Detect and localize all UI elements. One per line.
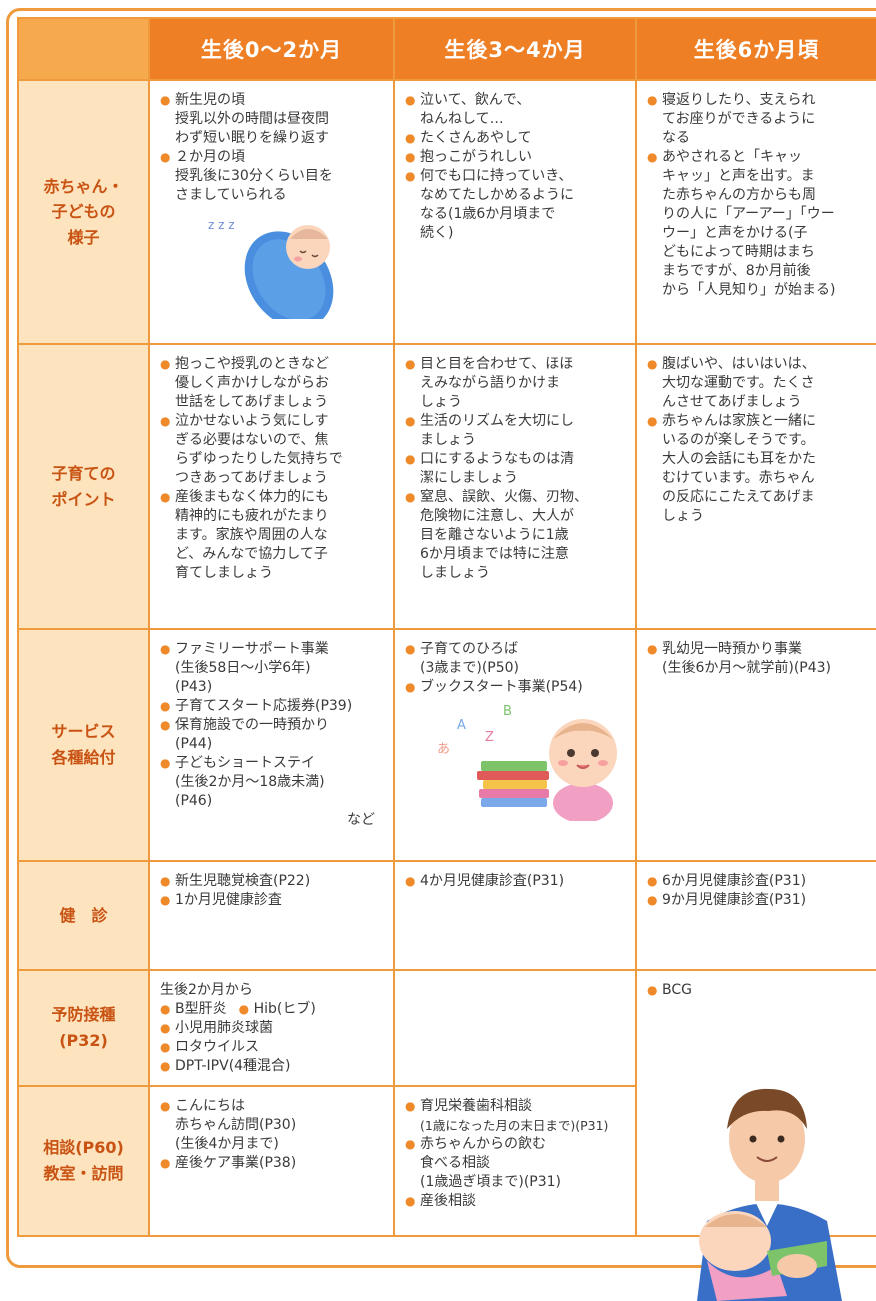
list-item: BCG xyxy=(647,981,870,1000)
table-cell: 育児栄養歯科相談 (1歳になった月の末日まで)(P31) 赤ちゃんからの飲む 食べる… xyxy=(393,1085,637,1237)
table-cell: 乳幼児一時預かり事業 (生後6か月〜就学前)(P43) xyxy=(635,628,876,862)
list-item: あやされると「キャッ キャッ」と声を出す。ま た赤ちゃんの方からも周 りの人に「… xyxy=(647,148,870,300)
list-item: ２か月の頃 授乳後に30分くらい目を さましていられる xyxy=(160,148,387,205)
list-item: 子育てのひろば (3歳まで)(P50) xyxy=(405,640,629,678)
list-item: (1歳になった月の末日まで)(P31) xyxy=(420,1118,609,1133)
corner-cell xyxy=(17,17,150,81)
list-item: 子育てスタート応援券(P39) xyxy=(160,697,387,716)
list-item: 新生児の頃 授乳以外の時間は昼夜問 わず短い眠りを繰り返す xyxy=(160,91,387,148)
row-header-childcare-points: 子育ての ポイント xyxy=(17,343,150,630)
list-item: 目と目を合わせて、ほほ えみながら語りかけま しょう xyxy=(405,355,629,412)
list-item: 寝返りしたり、支えられ てお座りができるように なる xyxy=(647,91,870,148)
list-item: 泣かせないよう気にしす ぎる必要はないので、焦 らずゆったりした気持ちで つきあ… xyxy=(160,412,387,488)
table-cell: 4か月児健康診査(P31) xyxy=(393,860,637,971)
header-row: 生後0〜2か月 生後3〜4か月 生後6か月頃 xyxy=(17,17,876,81)
list-item: 赤ちゃんからの飲む 食べる相談 (1歳過ぎ頃まで)(P31) xyxy=(405,1135,629,1192)
table-cell: ファミリーサポート事業 (生後58日〜小学6年) (P43)子育てスタート応援券… xyxy=(148,628,395,862)
table-cell: 新生児聴覚検査(P22)1か月児健康診査 xyxy=(148,860,395,971)
table-cell: 6か月児健康診査(P31)9か月児健康診査(P31) xyxy=(635,860,876,971)
table-row: 健 診 新生児聴覚検査(P22)1か月児健康診査 4か月児健康診査(P31) 6… xyxy=(17,860,876,971)
column-header-0-2-months: 生後0〜2か月 xyxy=(148,17,395,81)
list-item: B型肝炎 xyxy=(160,1000,227,1019)
column-header-3-4-months: 生後3〜4か月 xyxy=(393,17,637,81)
list-item: 抱っこや授乳のときなど 優しく声かけしながらお 世話をしてあげましょう xyxy=(160,355,387,412)
list-item: たくさんあやして xyxy=(405,129,629,148)
list-item: 生後2か月から xyxy=(160,982,253,998)
table-cell: 新生児の頃 授乳以外の時間は昼夜問 わず短い眠りを繰り返す２か月の頃 授乳後に3… xyxy=(148,79,395,345)
floating-letter-a: A xyxy=(457,718,466,733)
list-item: 窒息、誤飲、火傷、刃物、 危険物に注意し、大人が 目を離さないように1歳 6か月… xyxy=(405,488,629,583)
list-item: 子どもショートステイ (生後2か月〜18歳未満) (P46) xyxy=(160,754,387,811)
floating-letter-hiragana: あ xyxy=(437,742,450,757)
list-item: DPT-IPV(4種混合) xyxy=(160,1057,387,1076)
row-header-checkups: 健 診 xyxy=(17,860,150,971)
list-item: 6か月児健康診査(P31) xyxy=(647,872,870,891)
list-item: ファミリーサポート事業 (生後58日〜小学6年) (P43) xyxy=(160,640,387,697)
table-cell xyxy=(393,969,637,1087)
table-row: 赤ちゃん・ 子どもの 様子 新生児の頃 授乳以外の時間は昼夜問 わず短い眠りを繰… xyxy=(17,79,876,345)
floating-letter-z: Z xyxy=(485,730,494,745)
table-cell: 目と目を合わせて、ほほ えみながら語りかけま しょう生活のリズムを大切にし まし… xyxy=(393,343,637,630)
childcare-table: 生後0〜2か月 生後3〜4か月 生後6か月頃 赤ちゃん・ 子どもの 様子 新生児… xyxy=(17,17,876,1301)
row-header-services: サービス 各種給付 xyxy=(17,628,150,862)
list-item: 生活のリズムを大切にし ましょう xyxy=(405,412,629,450)
floating-letter-b: B xyxy=(503,704,512,719)
row-header-vaccinations: 予防接種 (P32) xyxy=(17,969,150,1087)
table-cell: 抱っこや授乳のときなど 優しく声かけしながらお 世話をしてあげましょう泣かせない… xyxy=(148,343,395,630)
list-item: 何でも口に持っていき、 なめてたしかめるように なる(1歳6か月頃まで 続く) xyxy=(405,167,629,243)
table-cell: こんにちは 赤ちゃん訪問(P30) (生後4か月まで)産後ケア事業(P38) xyxy=(148,1085,395,1237)
list-item: 産後ケア事業(P38) xyxy=(160,1154,387,1173)
table-row: 予防接種 (P32) 生後2か月から B型肝炎 Hib(ヒブ)小児用肺炎球菌ロタウイ… xyxy=(17,969,876,1301)
list-item: 抱っこがうれしい xyxy=(405,148,629,167)
table-cell: 泣いて、飲んで、 ねんねして…たくさんあやして抱っこがうれしい何でも口に持ってい… xyxy=(393,79,637,345)
list-item: 腹ばいや、はいはいは、 大切な運動です。たくさ んさせてあげましょう xyxy=(647,355,870,412)
list-item: ブックスタート事業(P54) xyxy=(405,678,629,697)
list-item: 産後まもなく体力的にも 精神的にも疲れがたまり ます。家族や周囲の人な ど、みん… xyxy=(160,488,387,583)
sleeping-baby-illustration: z z z xyxy=(208,218,334,319)
table-row: 相談(P60) 教室・訪問 こんにちは 赤ちゃん訪問(P30) (生後4か月まで… xyxy=(17,1085,876,1237)
list-item: こんにちは 赤ちゃん訪問(P30) (生後4か月まで) xyxy=(160,1097,387,1154)
list-item: Hib(ヒブ) xyxy=(239,1000,316,1019)
list-item: 育児栄養歯科相談 xyxy=(405,1097,629,1116)
table-cell: BCG xyxy=(635,969,876,1301)
list-item: など xyxy=(347,812,375,828)
list-item: 乳幼児一時預かり事業 (生後6か月〜就学前)(P43) xyxy=(647,640,870,678)
list-item: 9か月児健康診査(P31) xyxy=(647,891,870,910)
list-item: 泣いて、飲んで、 ねんねして… xyxy=(405,91,629,129)
inline-bullet-group: B型肝炎 Hib(ヒブ) xyxy=(160,1000,387,1019)
table-cell: 寝返りしたり、支えられ てお座りができるように なるあやされると「キャッ キャッ… xyxy=(635,79,876,345)
table-cell: 生後2か月から B型肝炎 Hib(ヒブ)小児用肺炎球菌ロタウイルスDPT-IPV(4… xyxy=(148,969,395,1087)
row-header-baby-status: 赤ちゃん・ 子どもの 様子 xyxy=(17,79,150,345)
father-holding-baby-illustration xyxy=(697,1088,842,1301)
list-item: 新生児聴覚検査(P22) xyxy=(160,872,387,891)
column-header-6-months: 生後6か月頃 xyxy=(635,17,876,81)
row-header-consultation: 相談(P60) 教室・訪問 xyxy=(17,1085,150,1237)
list-item: 産後相談 xyxy=(405,1192,629,1211)
table-row: 子育ての ポイント 抱っこや授乳のときなど 優しく声かけしながらお 世話をしてあ… xyxy=(17,343,876,630)
baby-with-books-illustration: A B あ Z xyxy=(437,704,617,821)
table-row: サービス 各種給付 ファミリーサポート事業 (生後58日〜小学6年) (P43)… xyxy=(17,628,876,862)
list-item: ロタウイルス xyxy=(160,1038,387,1057)
sleep-letters: z z z xyxy=(208,218,235,232)
table-cell: 腹ばいや、はいはいは、 大切な運動です。たくさ んさせてあげましょう赤ちゃんは家… xyxy=(635,343,876,630)
table-cell: 子育てのひろば (3歳まで)(P50)ブックスタート事業(P54) A B あ … xyxy=(393,628,637,862)
list-item: 赤ちゃんは家族と一緒に いるのが楽しそうです。 大人の会話にも耳をかた むけてい… xyxy=(647,412,870,526)
list-item: 小児用肺炎球菌 xyxy=(160,1019,387,1038)
list-item: 4か月児健康診査(P31) xyxy=(405,872,629,891)
list-item: 口にするようなものは清 潔にしましょう xyxy=(405,450,629,488)
list-item: 保育施設での一時預かり (P44) xyxy=(160,716,387,754)
list-item: 1か月児健康診査 xyxy=(160,891,387,910)
